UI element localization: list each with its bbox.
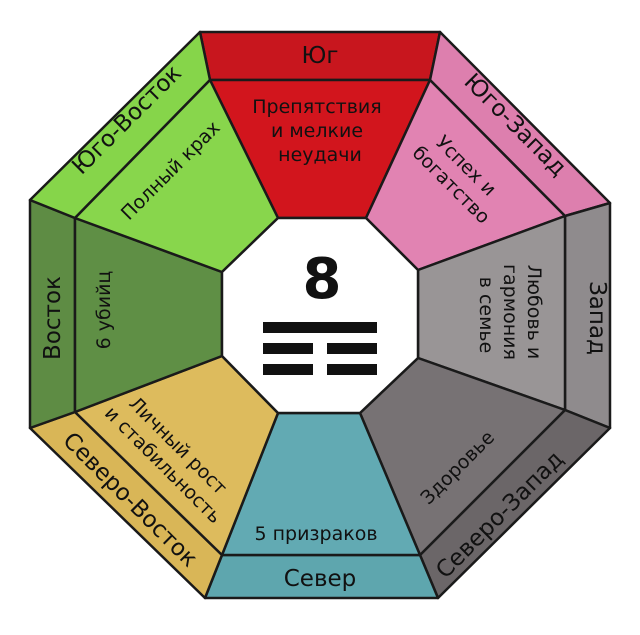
center-number: 8 <box>303 247 342 312</box>
sector-east: Восток 6 убийц <box>28 198 224 430</box>
sector-southwest: Юго-Запад Успех и богатство <box>364 30 612 272</box>
trigram-icon <box>263 322 377 375</box>
north-direction-label: Север <box>284 566 357 592</box>
west-direction-label: Запад <box>584 281 610 355</box>
west-meaning-label: Любовь и гармония в семье <box>475 264 545 366</box>
sector-northeast: Северо-Восток Личный рост и стабильность <box>28 354 280 600</box>
sector-southeast: Юго-Восток Полный крах <box>28 30 280 274</box>
east-meaning-label: 6 убийц <box>93 271 115 350</box>
north-meaning-label: 5 призраков <box>254 523 377 545</box>
south-direction-label: Юг <box>302 43 339 69</box>
east-direction-label: Восток <box>40 276 66 360</box>
sector-north: Север 5 призраков <box>203 411 440 600</box>
south-meaning-label: Препятствия и мелкие неудачи <box>252 96 388 166</box>
center: 8 <box>220 216 420 415</box>
